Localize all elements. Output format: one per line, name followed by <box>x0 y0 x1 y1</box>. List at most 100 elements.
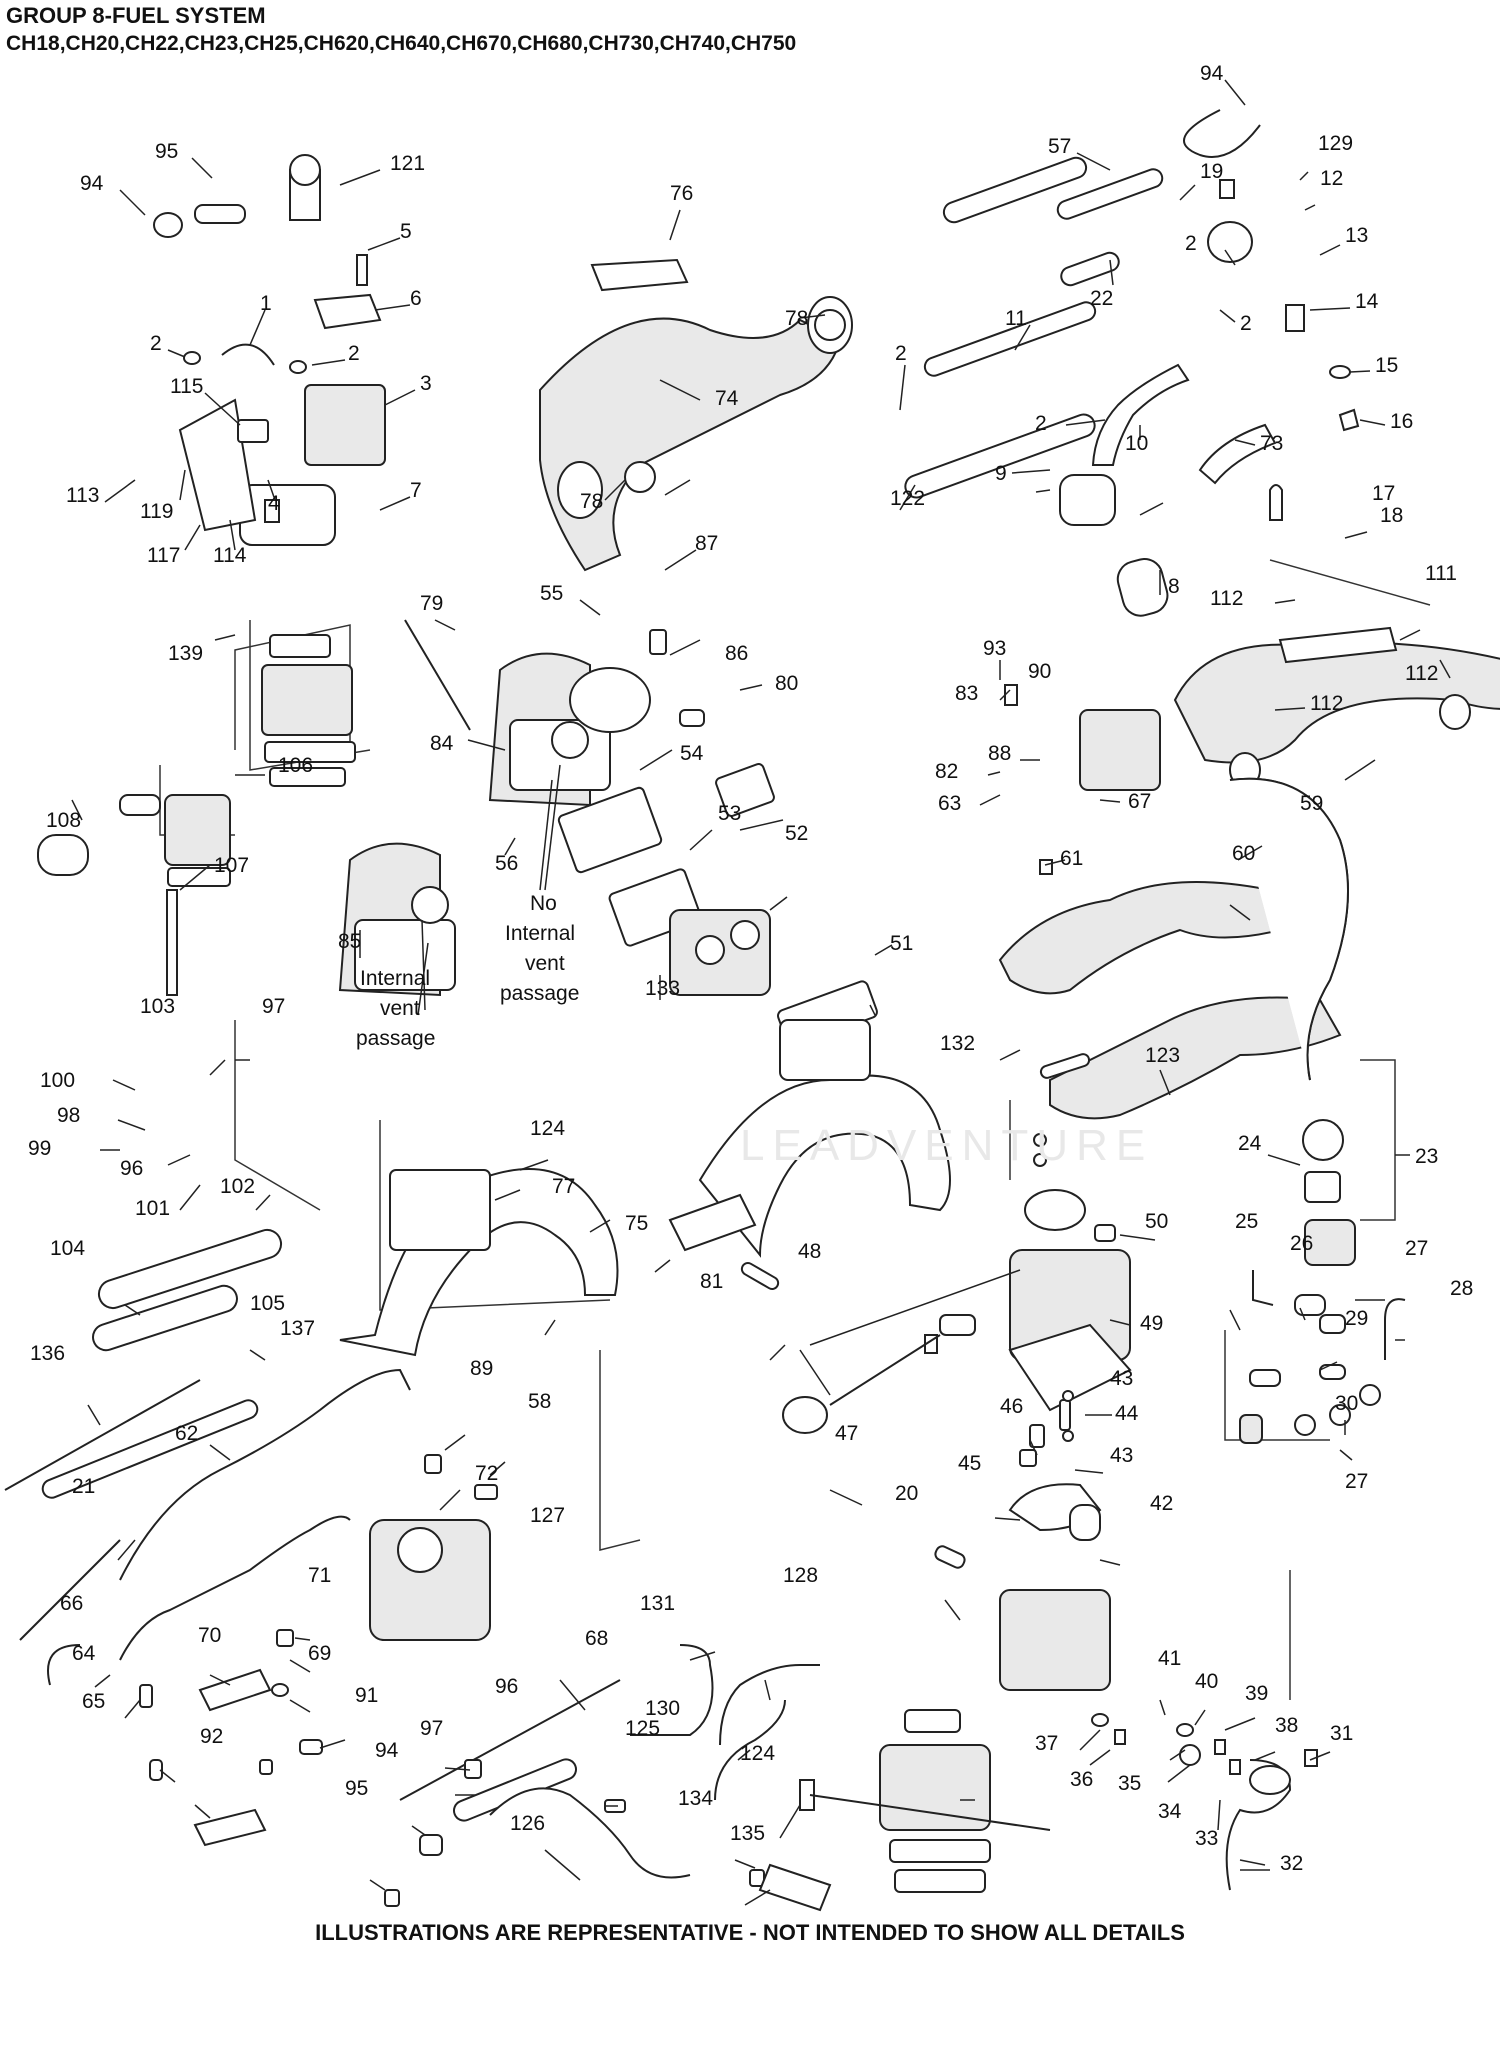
callout-43-a: 43 <box>1110 1367 1133 1390</box>
internal-vent-line-2: vent <box>380 997 420 1020</box>
callout-91: 91 <box>355 1684 378 1707</box>
callout-80: 80 <box>775 672 798 695</box>
callout-85: 85 <box>338 930 361 953</box>
callout-124: 123 <box>1145 1044 1180 1067</box>
callout-84: 84 <box>430 732 454 755</box>
callout-126: 124 <box>740 1742 775 1765</box>
callout-109: 106 <box>278 754 313 777</box>
callout-11: 11 <box>1005 307 1027 330</box>
callout-130: 128 <box>783 1564 818 1587</box>
callout-9: 9 <box>995 462 1007 485</box>
callout-99: 96 <box>120 1157 143 1180</box>
callout-33: 33 <box>1195 1827 1218 1850</box>
callout-20: 20 <box>895 1482 918 1505</box>
callout-95-a: 94 <box>80 172 104 195</box>
callout-94: 94 <box>1200 62 1224 85</box>
callout-46: 46 <box>1000 1395 1023 1418</box>
callout-59: 59 <box>1300 792 1323 815</box>
callout-117: 114 <box>213 544 247 567</box>
exploded-parts-diagram: LEADVENTURE Internal vent passage No Int… <box>4 62 1500 1912</box>
callout-2-d: 2 <box>1240 312 1252 335</box>
callout-89: 89 <box>470 1357 493 1380</box>
callout-66: 66 <box>60 1592 83 1615</box>
watermark: LEADVENTURE <box>740 1121 1153 1170</box>
callout-133: 131 <box>640 1592 675 1615</box>
callout-137: 135 <box>730 1822 765 1845</box>
callout-61: 61 <box>1060 847 1083 870</box>
callout-58: 58 <box>528 1390 551 1413</box>
diagram-header: GROUP 8-FUEL SYSTEM CH18,CH20,CH22,CH23,… <box>6 2 796 58</box>
callout-8: 8 <box>1168 575 1180 598</box>
callout-6: 6 <box>410 287 422 310</box>
callout-40: 40 <box>1195 1670 1218 1693</box>
callout-51: 51 <box>890 932 913 955</box>
callout-79: 79 <box>420 592 443 615</box>
callout-22: 22 <box>1090 287 1113 310</box>
callout-41: 41 <box>1158 1647 1181 1670</box>
callout-95-b: 94 <box>375 1739 399 1762</box>
callout-50: 50 <box>1145 1210 1168 1233</box>
callout-31: 31 <box>1330 1722 1353 1745</box>
callout-27-b: 27 <box>1345 1470 1368 1493</box>
callout-111: 108 <box>46 809 81 832</box>
callout-43-b: 43 <box>1110 1444 1133 1467</box>
callout-10: 10 <box>1125 432 1148 455</box>
callout-138: 136 <box>30 1342 65 1365</box>
callout-15: 15 <box>1375 354 1398 377</box>
callout-104: 101 <box>135 1197 170 1220</box>
callout-24: 24 <box>1238 1132 1262 1155</box>
callout-42: 42 <box>1150 1492 1173 1515</box>
callout-86: 86 <box>725 642 748 665</box>
callout-21: 21 <box>72 1475 95 1498</box>
callout-55: 55 <box>540 582 563 605</box>
callout-101: 98 <box>57 1104 80 1127</box>
callout-136: 134 <box>678 1787 713 1810</box>
callout-98: 97 <box>420 1717 443 1740</box>
callout-140: 139 <box>168 642 203 665</box>
no-internal-vent-line-3: vent <box>525 952 565 975</box>
callout-114: 112 <box>1210 587 1243 610</box>
callout-7: 7 <box>410 479 422 502</box>
callout-82: 82 <box>935 760 958 783</box>
callout-77: 77 <box>552 1175 575 1198</box>
callout-123: 122 <box>890 487 925 510</box>
callout-128: 126 <box>510 1812 545 1835</box>
no-internal-vent-line-2: Internal <box>505 922 575 945</box>
callout-28: 28 <box>1450 1277 1473 1300</box>
callout-96-a: 95 <box>155 140 178 163</box>
callout-81: 81 <box>700 1270 723 1293</box>
callout-2-b: 2 <box>348 342 360 365</box>
no-internal-vent-line-1: No <box>530 892 557 915</box>
callout-17: 17 <box>1372 482 1395 505</box>
callout-75: 75 <box>625 1212 648 1235</box>
callout-35: 35 <box>1118 1772 1141 1795</box>
part-shapes <box>4 109 1500 1912</box>
callout-62: 62 <box>175 1422 198 1445</box>
callout-63: 63 <box>938 792 961 815</box>
callout-125: 124 <box>530 1117 565 1140</box>
callout-110: 107 <box>214 854 249 877</box>
callout-102: 99 <box>28 1137 51 1160</box>
callout-87: 87 <box>695 532 718 555</box>
callout-36: 36 <box>1070 1768 1093 1791</box>
internal-vent-line-3: passage <box>356 1027 435 1050</box>
callout-119: 117 <box>147 544 180 567</box>
callout-30: 30 <box>1335 1392 1358 1415</box>
callout-72: 72 <box>475 1462 498 1485</box>
callout-88: 88 <box>988 742 1011 765</box>
no-internal-vent-line-4: passage <box>500 982 579 1005</box>
callout-118: 115 <box>170 375 203 398</box>
callout-129: 127 <box>530 1504 565 1527</box>
callout-38: 38 <box>1275 1714 1298 1737</box>
callout-76: 76 <box>670 182 693 205</box>
callout-39: 39 <box>1245 1682 1268 1705</box>
callout-47: 47 <box>835 1422 858 1445</box>
callout-49: 49 <box>1140 1312 1163 1335</box>
callout-103: 100 <box>40 1069 75 1092</box>
callout-26: 26 <box>1290 1232 1313 1255</box>
callout-2-c: 2 <box>1185 232 1197 255</box>
callout-71: 71 <box>308 1564 331 1587</box>
callout-14: 14 <box>1355 290 1379 313</box>
callout-67: 67 <box>1128 790 1151 813</box>
callout-134: 132 <box>940 1032 975 1055</box>
